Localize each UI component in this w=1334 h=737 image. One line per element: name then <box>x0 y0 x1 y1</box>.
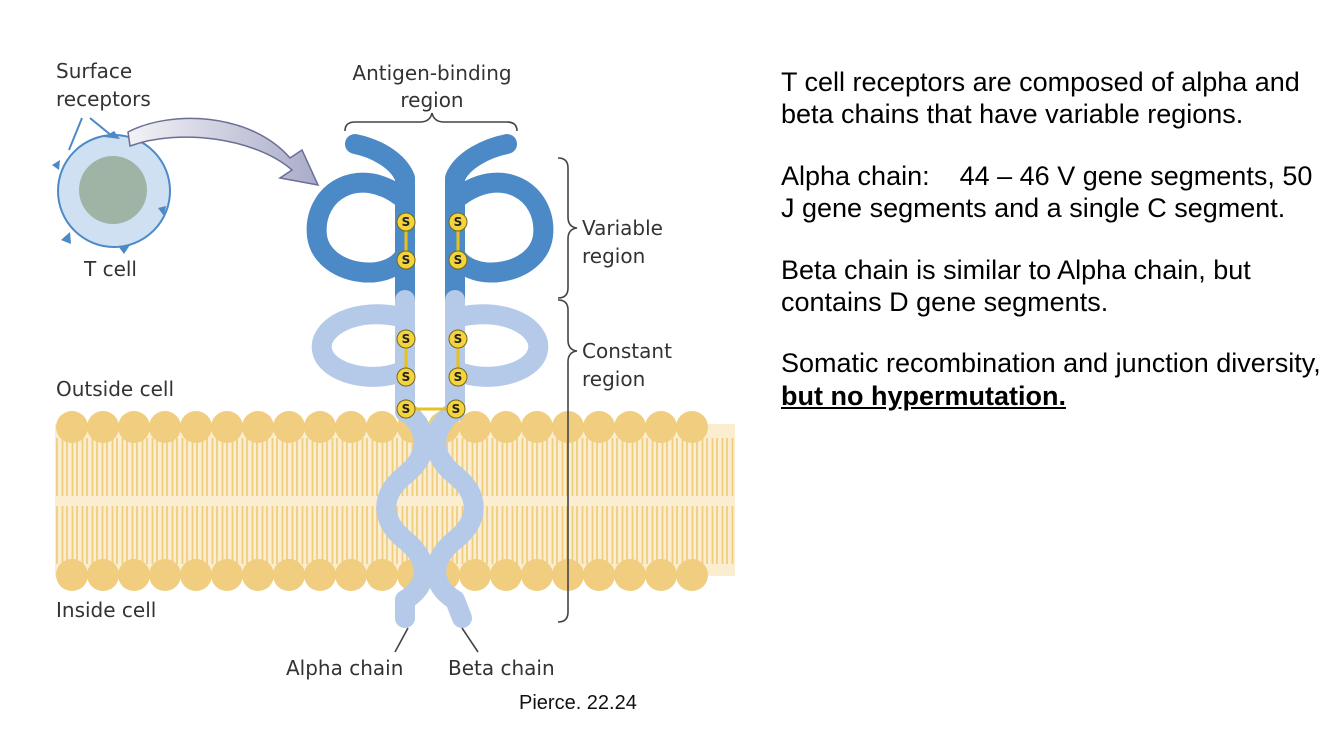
lipid-head <box>521 559 553 591</box>
beta-chain-paragraph: Beta chain is similar to Alpha chain, bu… <box>781 254 1251 317</box>
constant-region-label: region <box>582 367 645 391</box>
figure-source-caption: Pierce. 22.24 <box>519 692 637 714</box>
lipid-head <box>335 411 367 443</box>
disulfide-label: S <box>402 370 411 384</box>
beta-chain-label: Beta chain <box>448 656 555 680</box>
disulfide-label: S <box>454 215 463 229</box>
lipid-head <box>459 559 491 591</box>
lipid-head <box>304 411 336 443</box>
antigen-binding-label: Antigen-binding <box>352 61 511 85</box>
constant-region-bracket <box>557 299 578 623</box>
beta-constant-domain <box>445 290 549 422</box>
disulfide-label: S <box>452 402 461 416</box>
t-cell-nucleus <box>79 156 147 224</box>
beta-chain-pointer <box>461 627 479 653</box>
lipid-head <box>118 411 150 443</box>
explanation-text-panel: T cell receptors are composed of alpha a… <box>781 66 1321 441</box>
disulfide-bonds: S S S S S S S S S S <box>396 212 468 419</box>
lipid-head <box>304 559 336 591</box>
beta-transmembrane-segment <box>426 400 484 628</box>
lipid-head <box>490 559 522 591</box>
alpha-variable-domain <box>306 134 415 310</box>
alpha-chain-pointer <box>394 627 409 653</box>
disulfide-label: S <box>402 402 411 416</box>
lipid-head <box>645 559 677 591</box>
antigen-binding-label: region <box>400 88 463 112</box>
surface-receptors-pointer-line <box>68 117 113 151</box>
recombination-paragraph: Somatic recombination and junction diver… <box>781 347 1321 412</box>
beta-variable-domain <box>445 134 554 310</box>
disulfide-label: S <box>454 332 463 346</box>
lipid-head <box>614 411 646 443</box>
lipid-head <box>149 411 181 443</box>
lipid-head <box>211 411 243 443</box>
tcr-composition-paragraph: T cell receptors are composed of alpha a… <box>781 67 1300 130</box>
lipid-head <box>335 559 367 591</box>
lipid-head <box>459 411 491 443</box>
inside-cell-label: Inside cell <box>56 598 156 622</box>
lipid-head <box>242 559 274 591</box>
surface-receptors-label: receptors <box>56 87 151 111</box>
lipid-head <box>676 559 708 591</box>
surface-receptors-label: Surface <box>56 59 132 83</box>
tcr-diagram: S S S S S S S S S S Surface receptors T … <box>52 59 735 680</box>
lipid-head <box>583 559 615 591</box>
recombination-text: Somatic recombination and junction diver… <box>781 348 1321 379</box>
t-cell <box>52 117 171 254</box>
lipid-head <box>211 559 243 591</box>
lipid-head <box>118 559 150 591</box>
t-cell-label: T cell <box>83 257 137 281</box>
lipid-head <box>273 411 305 443</box>
variable-region-bracket <box>557 157 578 299</box>
lipid-head <box>614 559 646 591</box>
lipid-head <box>521 411 553 443</box>
constant-region-label: Constant <box>582 339 672 363</box>
beta-chain <box>426 134 554 628</box>
lipid-head <box>180 559 212 591</box>
lipid-head <box>366 411 398 443</box>
lipid-head <box>273 559 305 591</box>
lipid-head <box>645 411 677 443</box>
lipid-head <box>366 559 398 591</box>
disulfide-label: S <box>402 332 411 346</box>
alpha-transmembrane-segment <box>376 400 434 628</box>
outside-cell-label: Outside cell <box>56 377 174 401</box>
lipid-head <box>87 411 119 443</box>
antigen-binding-bracket <box>344 112 518 132</box>
lipid-head <box>87 559 119 591</box>
lipid-head <box>676 411 708 443</box>
disulfide-label: S <box>402 215 411 229</box>
lipid-head <box>56 559 88 591</box>
alpha-chain-paragraph: Alpha chain: 44 – 46 V gene segments, 50… <box>781 160 1313 224</box>
variable-region-label: Variable <box>582 216 663 240</box>
disulfide-label: S <box>454 253 463 267</box>
membrane-heads-inner <box>56 559 708 591</box>
disulfide-label: S <box>454 370 463 384</box>
no-hypermutation-emphasis: but no hypermutation. <box>781 380 1066 411</box>
disulfide-label: S <box>402 253 411 267</box>
membrane-heads-outer <box>56 411 708 443</box>
lipid-head <box>242 411 274 443</box>
lipid-head <box>490 411 522 443</box>
lipid-head <box>149 559 181 591</box>
lipid-head <box>180 411 212 443</box>
variable-region-label: region <box>582 244 645 268</box>
cell-membrane <box>55 411 735 591</box>
alpha-constant-domain <box>311 290 415 422</box>
lipid-head <box>56 411 88 443</box>
alpha-chain-label: Alpha chain <box>286 656 403 680</box>
curved-arrow-icon <box>127 117 320 186</box>
lipid-head <box>583 411 615 443</box>
